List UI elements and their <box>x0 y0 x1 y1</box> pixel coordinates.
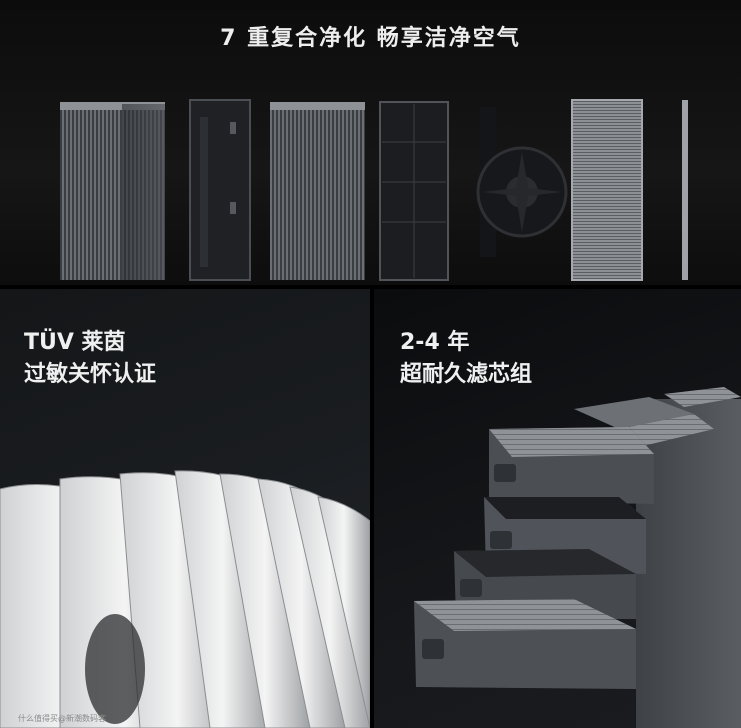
drawer-3 <box>454 549 636 619</box>
fan-module <box>476 107 568 257</box>
drawer-4 <box>414 599 636 689</box>
carbon-cartridge <box>379 101 449 281</box>
drawer-1 <box>489 427 654 504</box>
top-banner: 7 重复合净化 畅享洁净空气 <box>0 0 741 285</box>
hepa-filter-block-2 <box>270 102 365 280</box>
tuv-caption-line2: 过敏关怀认证 <box>24 362 157 387</box>
durable-caption-line2: 超耐久滤芯组 <box>400 362 533 387</box>
headline: 7 重复合净化 畅享洁净空气 <box>220 26 521 51</box>
mesh-sheet <box>682 100 688 280</box>
durable-caption-line1: 2-4 年 <box>400 330 470 355</box>
durable-caption: 2-4 年 超耐久滤芯组 <box>400 327 532 391</box>
hepa-filter-block-1 <box>60 102 165 280</box>
pre-filter-panel <box>571 99 643 281</box>
durable-filter-panel: 2-4 年 超耐久滤芯组 <box>374 289 741 728</box>
tuv-caption-line1: TÜV 莱茵 <box>24 330 126 355</box>
pleated-filter-image <box>0 470 370 728</box>
filter-drawers-image <box>414 387 741 728</box>
tuv-caption: TÜV 莱茵 过敏关怀认证 <box>24 327 156 391</box>
filter-components-strip <box>60 99 688 281</box>
tuv-certification-panel: TÜV 莱茵 过敏关怀认证 什么值得买@新潮数码客 <box>0 289 370 728</box>
filter-frame <box>189 99 251 281</box>
watermark: 什么值得买@新潮数码客 <box>18 714 106 723</box>
